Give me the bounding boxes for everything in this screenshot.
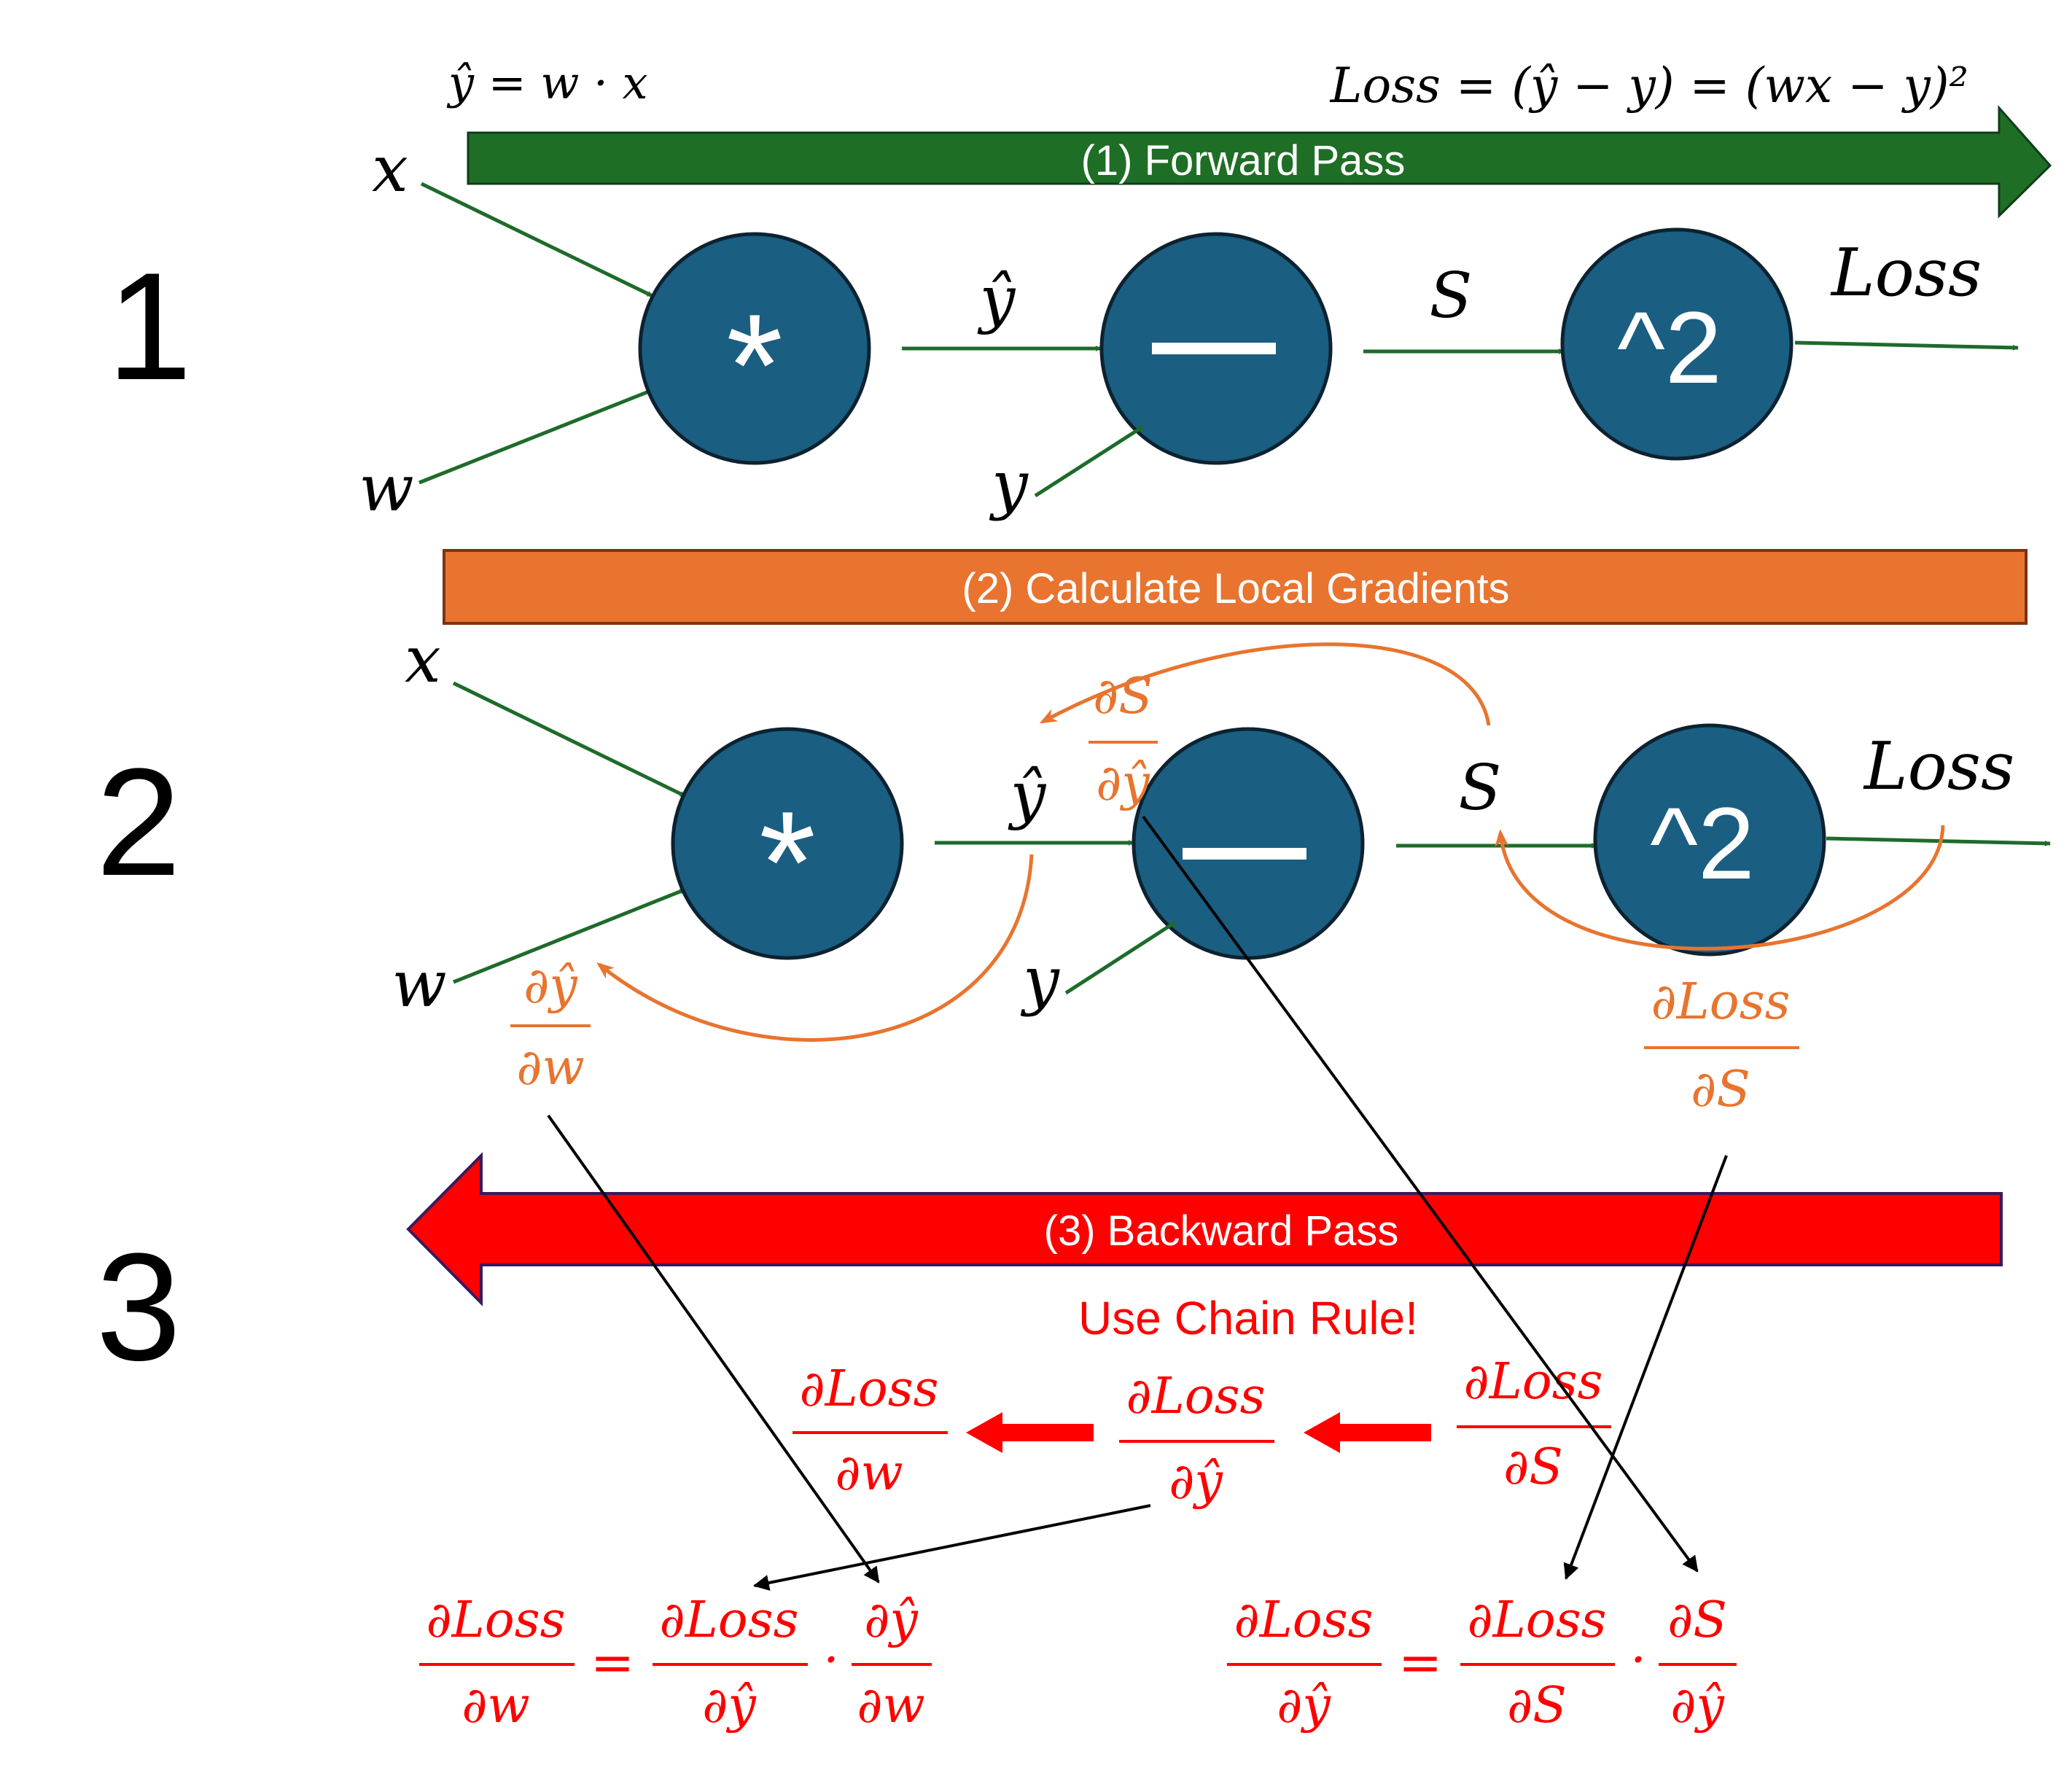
yhat-definition: ŷ = w · x xyxy=(446,56,648,109)
connector-dS-dyhat-to-equation xyxy=(1142,815,1699,1573)
chain-arrow-left-2 xyxy=(1304,1412,1431,1453)
local-grad-arc-loss-s xyxy=(1495,825,1945,951)
fraction-dloss-dw-chain-num: ∂Loss xyxy=(799,1360,938,1418)
fraction-dloss-dw-chain-den: ∂w xyxy=(835,1444,903,1502)
multiply-node-2 xyxy=(671,727,904,960)
eq-right-lhs-num: ∂Loss xyxy=(1234,1592,1373,1649)
edge-w-to-mul-2 xyxy=(453,887,686,984)
fraction-dloss-dS-num: ∂Loss xyxy=(1651,973,1790,1031)
multiply-node-1-label: * xyxy=(726,284,783,447)
eq-right-lhs-den: ∂ŷ xyxy=(1277,1677,1331,1734)
eq-right-rhs2-den: ∂ŷ xyxy=(1670,1677,1725,1734)
loss-output-1: Loss xyxy=(1830,235,1982,311)
loss-definition: Loss = (ŷ − y) = (wx − y)² xyxy=(1330,58,1968,114)
square-node-2-label: ^2 xyxy=(1650,786,1755,900)
eq-right-rhs1-den: ∂S xyxy=(1507,1677,1567,1734)
square-node-1 xyxy=(1560,227,1793,461)
fraction-dyhat-dw: ∂ŷ ∂w xyxy=(510,957,591,1097)
fraction-dyhat-dw-den: ∂w xyxy=(516,1039,584,1097)
edge-sq-to-loss-2 xyxy=(1826,836,2051,846)
edge-sq-to-loss-1 xyxy=(1794,340,2019,351)
subtract-node-2 xyxy=(1132,727,1365,960)
fraction-dloss-dS-den: ∂S xyxy=(1691,1061,1750,1118)
eq-right-equals: = xyxy=(1398,1632,1442,1693)
fraction-dloss-dS-chain-num: ∂Loss xyxy=(1463,1353,1602,1411)
eq-left-lhs-num: ∂Loss xyxy=(426,1592,565,1649)
backward-pass-label: (3) Backward Pass xyxy=(1044,1207,1399,1255)
square-node-1-label: ^2 xyxy=(1617,290,1722,405)
eq-left-dot: · xyxy=(823,1632,839,1689)
input-y-1: y xyxy=(989,447,1029,522)
multiply-node-2-label: * xyxy=(759,782,816,944)
fraction-dloss-dyhat-chain: ∂Loss ∂ŷ xyxy=(1119,1368,1274,1511)
edge-w-to-mul-1 xyxy=(418,388,653,485)
s-label-1: S xyxy=(1430,260,1473,332)
yhat-label-2: ŷ xyxy=(1008,759,1047,832)
fraction-dyhat-dw-num: ∂ŷ xyxy=(523,957,578,1015)
eq-left-rhs1-num: ∂Loss xyxy=(659,1592,798,1649)
subtract-node-2-bar xyxy=(1183,848,1306,860)
local-gradients-label: (2) Calculate Local Gradients xyxy=(962,565,1509,612)
local-gradients-bar xyxy=(443,549,2028,625)
fraction-dloss-dyhat-chain-num: ∂Loss xyxy=(1126,1368,1265,1425)
square-node-2 xyxy=(1593,723,1826,957)
eq-left-rhs1-den: ∂ŷ xyxy=(702,1677,757,1734)
forward-pass-label: (1) Forward Pass xyxy=(1081,137,1406,184)
yhat-label-1: ŷ xyxy=(977,263,1016,336)
connector-dloss-dS-to-equation xyxy=(1563,1155,1728,1581)
chain-rule-label: Use Chain Rule! xyxy=(1078,1292,1418,1344)
step-number-2: 2 xyxy=(96,736,182,908)
local-grad-arc-s-yhat xyxy=(1039,642,1491,726)
fraction-dS-dyhat-den: ∂ŷ xyxy=(1096,755,1150,812)
eq-right-rhs2-num: ∂S xyxy=(1667,1592,1727,1649)
eq-right-rhs1-num: ∂Loss xyxy=(1467,1592,1606,1649)
edge-y-to-sub-2 xyxy=(1064,920,1177,995)
local-grad-arc-yhat-w xyxy=(596,854,1034,1042)
edge-x-to-mul-2 xyxy=(452,681,687,798)
input-y-2: y xyxy=(1020,943,1060,1018)
fraction-dloss-dS-chain: ∂Loss ∂S xyxy=(1457,1353,1611,1496)
input-w-1: w xyxy=(359,451,413,526)
eq-left-equals: = xyxy=(591,1632,634,1693)
edge-x-to-mul-1 xyxy=(420,182,654,298)
input-x-2: x xyxy=(405,622,441,697)
backward-pass-arrow xyxy=(406,1152,2003,1306)
eq-left-lhs-den: ∂w xyxy=(461,1677,529,1734)
step-number-3: 3 xyxy=(96,1221,182,1392)
multiply-node-1 xyxy=(638,232,871,465)
eq-left-rhs2-num: ∂ŷ xyxy=(864,1592,919,1649)
loss-output-2: Loss xyxy=(1863,728,2014,805)
input-x-1: x xyxy=(372,131,408,206)
edge-y-to-sub-1 xyxy=(1034,424,1145,498)
fraction-dS-dyhat-num: ∂S xyxy=(1093,668,1153,725)
step-number-1: 1 xyxy=(107,241,192,412)
connector-dloss-dyhat-to-equation xyxy=(752,1504,1151,1591)
subtract-node-1-bar xyxy=(1152,343,1276,354)
equation-dloss-dyhat: ∂Loss ∂ŷ = ∂Loss ∂S · ∂S ∂ŷ xyxy=(1227,1592,1737,1734)
chain-arrow-left-1 xyxy=(966,1412,1094,1453)
connector-dyhat-dw-to-equation xyxy=(547,1114,880,1584)
forward-pass-arrow xyxy=(467,105,2052,219)
eq-left-rhs2-den: ∂w xyxy=(857,1677,924,1734)
fraction-dloss-dS: ∂Loss ∂S xyxy=(1644,973,1799,1118)
fraction-dloss-dS-chain-den: ∂S xyxy=(1503,1438,1563,1496)
fraction-dS-dyhat: ∂S ∂ŷ xyxy=(1088,668,1158,812)
fraction-dloss-dyhat-chain-den: ∂ŷ xyxy=(1169,1453,1223,1511)
input-w-2: w xyxy=(392,946,446,1021)
fraction-dloss-dw-chain: ∂Loss ∂w xyxy=(792,1360,948,1502)
s-label-2: S xyxy=(1459,752,1502,825)
equation-dloss-dw: ∂Loss ∂w = ∂Loss ∂ŷ · ∂ŷ ∂w xyxy=(419,1592,932,1734)
eq-right-dot: · xyxy=(1630,1632,1646,1689)
